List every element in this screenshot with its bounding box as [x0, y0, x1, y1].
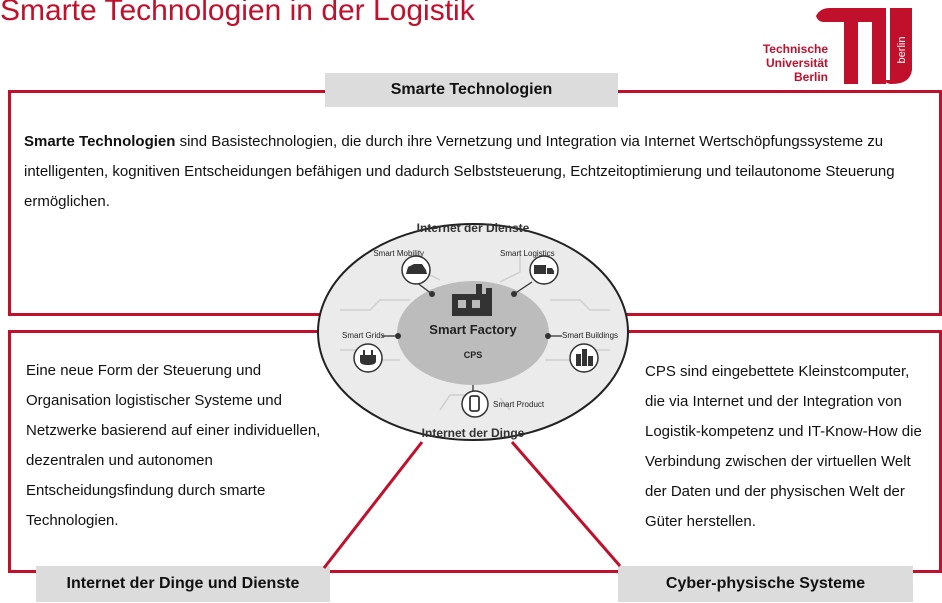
right-connector-line [510, 441, 622, 567]
right-section-text: CPS sind eingebettete Kleinstcomputer, d… [645, 363, 922, 530]
plug-icon [360, 350, 376, 365]
spoke-dot-mobility [429, 291, 435, 297]
car-icon [406, 264, 427, 274]
top-section-tag: Smarte Technologien [325, 73, 618, 107]
left-section-tag: Internet der Dinge und Dienste [36, 566, 330, 602]
building-icon [576, 349, 593, 366]
tu-berlin-logo: Technische Universität Berlin berlin [758, 6, 918, 92]
logistics-label: Smart Logistics [500, 249, 555, 258]
spoke-dot-logistics [511, 291, 517, 297]
logo-text-line1: Technische [762, 42, 828, 56]
smart-technologies-diagram: Internet der Dienste Internet der Dinge … [317, 221, 629, 569]
grids-label: Smart Grids [342, 331, 385, 340]
right-section-tag: Cyber-physische Systeme [618, 566, 913, 602]
page-title: Smarte Technologien in der Logistik [0, 0, 475, 27]
product-label: Smart Product [493, 400, 545, 409]
logo-text-line2: Universität [765, 56, 828, 70]
buildings-label: Smart Buildings [562, 331, 618, 340]
inner-ellipse [397, 281, 549, 385]
spoke-dot-grids [395, 333, 401, 339]
left-section-text: Eine neue Form der Steuerung und Organis… [26, 362, 321, 529]
phone-icon [469, 395, 480, 412]
logo-vertical-text: berlin [896, 37, 908, 64]
factory-icon [452, 284, 492, 316]
top-section-text: Smarte Technologien sind Basistechnologi… [24, 127, 904, 217]
top-section-text-rest: sind Basistechnologien, die durch ihre V… [24, 133, 895, 210]
top-section-text-bold: Smarte Technologien [24, 133, 176, 150]
mobility-label: Smart Mobility [373, 249, 424, 258]
top-arc-label: Internet der Dienste [417, 221, 530, 235]
center-sub-label: CPS [464, 350, 483, 360]
spoke-dot-buildings [545, 333, 551, 339]
tu-berlin-logo-icon: berlin [816, 8, 912, 84]
left-connector-line [322, 441, 424, 569]
center-label: Smart Factory [429, 322, 517, 337]
truck-icon [534, 265, 554, 274]
logo-text-line3: Berlin [793, 70, 828, 84]
product-node [461, 390, 489, 418]
bottom-arc-label: Internet der Dinge [422, 426, 525, 440]
